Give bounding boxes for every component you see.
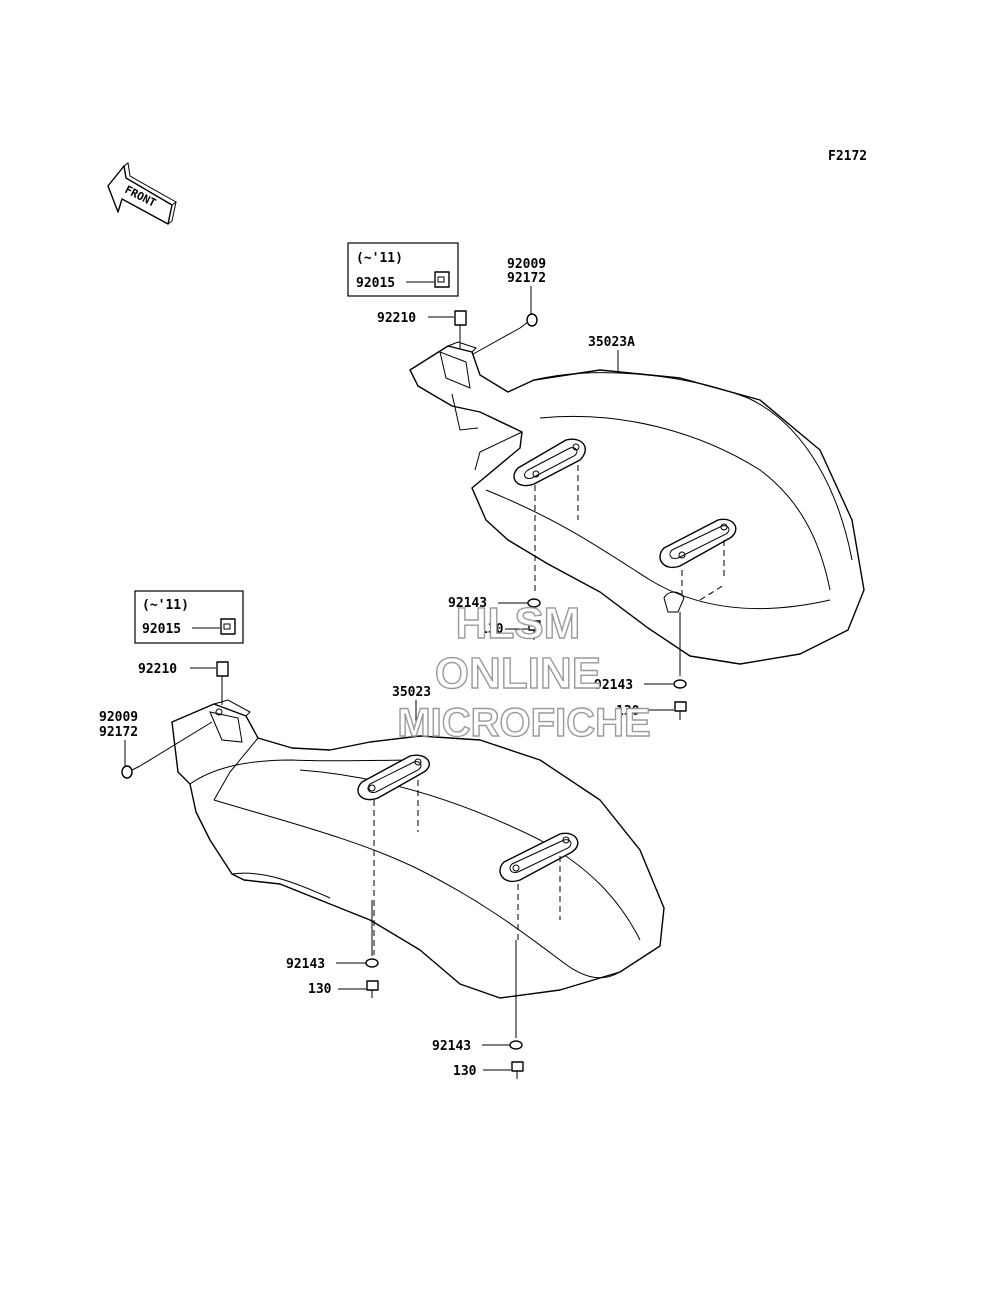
lower-clip-icon <box>216 661 229 677</box>
lower-callout-box: (~'11) 92015 <box>134 590 244 644</box>
lower-bolt-1-label: 130 <box>308 982 332 997</box>
figure-code: F2172 <box>828 149 867 164</box>
watermark: HLSM ONLINE MICROFICHE <box>397 598 652 745</box>
upper-washer-1-label: 92143 <box>448 596 487 611</box>
upper-callout-box: (~'11) 92015 <box>347 242 459 297</box>
lower-washer-2-label: 92143 <box>432 1039 471 1054</box>
lower-box-range: (~'11) <box>142 598 189 613</box>
lower-fender <box>171 699 665 999</box>
upper-washer-2-label: 92143 <box>594 678 633 693</box>
watermark-line-3: MICROFICHE <box>397 701 650 745</box>
front-arrow-icon: FRONT <box>107 162 177 225</box>
lower-bolt-2-label: 130 <box>453 1064 477 1079</box>
upper-box-range: (~'11) <box>356 251 403 266</box>
upper-bolt-1-label: 130 <box>480 622 504 637</box>
upper-bolt-icon <box>519 313 538 329</box>
lower-bolt-1-icon <box>366 980 379 998</box>
upper-clip-label: 92210 <box>377 311 416 326</box>
upper-washer-1-icon <box>527 598 541 608</box>
lower-fender-label: 35023 <box>392 685 431 700</box>
lower-bolt-2-icon <box>511 1061 524 1079</box>
watermark-line-1: HLSM <box>456 599 581 648</box>
lower-washer-1-icon <box>365 958 379 968</box>
upper-bolt-2-label: 130 <box>616 704 640 719</box>
lower-clip-label: 92210 <box>138 662 177 677</box>
lower-box-part-number: 92015 <box>142 622 181 637</box>
upper-fender <box>409 341 865 665</box>
nut-clip-icon <box>220 618 236 635</box>
upper-box-part-number: 92015 <box>356 276 395 291</box>
watermark-line-2: ONLINE <box>435 649 601 698</box>
lower-bolt-label-b: 92172 <box>99 725 138 740</box>
lower-bolt-icon <box>121 765 141 779</box>
upper-bolt-1-icon <box>528 620 541 640</box>
upper-bolt-label-b: 92172 <box>507 271 546 286</box>
upper-fender-label: 35023A <box>588 335 635 350</box>
lower-washer-2-icon <box>509 1040 523 1050</box>
upper-clip-icon <box>454 310 467 326</box>
upper-bolt-2-icon <box>674 701 687 720</box>
upper-bolt-label-a: 92009 <box>507 257 546 272</box>
lower-bolt-label-a: 92009 <box>99 710 138 725</box>
lower-washer-1-label: 92143 <box>286 957 325 972</box>
nut-clip-icon <box>434 271 450 288</box>
upper-washer-2-icon <box>673 679 687 689</box>
